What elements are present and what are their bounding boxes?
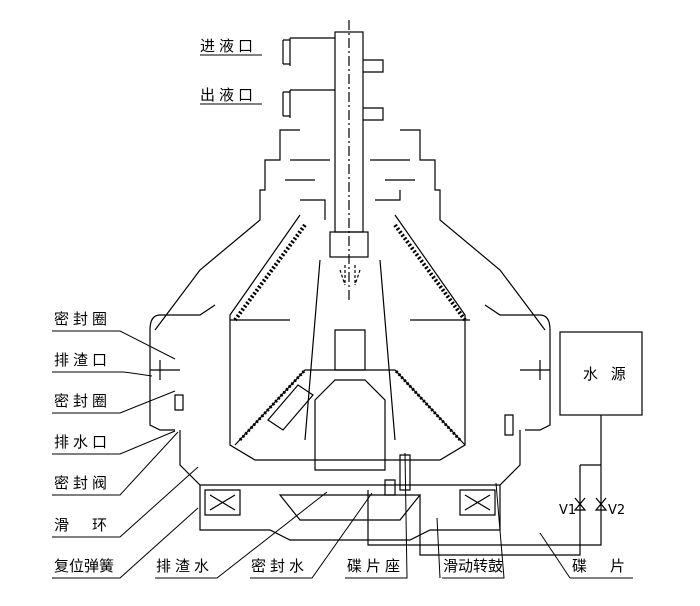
label-drain-outlet: 排水口 xyxy=(54,433,112,451)
casing xyxy=(149,304,551,541)
label-water-source: 水 源 xyxy=(583,365,630,383)
label-slip-ring: 滑 环 xyxy=(54,516,112,534)
label-disc-seat: 碟片座 xyxy=(347,557,405,575)
label-slag-water: 排渣水 xyxy=(156,557,214,575)
label-seal-water: 密封水 xyxy=(251,557,309,575)
label-sliding-drum: 滑动转鼓 xyxy=(443,557,504,575)
bowl xyxy=(229,214,470,471)
label-return-spring: 复位弹簧 xyxy=(54,557,115,575)
water-supply xyxy=(367,331,643,556)
top-cover xyxy=(154,129,546,331)
label-valve-v1: V1 xyxy=(559,503,577,518)
feed-pipe xyxy=(282,20,384,300)
leader-lines xyxy=(52,54,633,579)
valve-icons xyxy=(573,497,608,511)
label-outlet: 出液口 xyxy=(200,86,258,104)
label-seal-ring-1: 密封圈 xyxy=(54,310,112,328)
label-seal-ring-2: 密封圈 xyxy=(54,392,112,410)
label-disc: 碟 片 xyxy=(572,557,630,575)
label-valve-v2: V2 xyxy=(608,503,626,518)
label-seal-valve: 密封阀 xyxy=(54,474,112,492)
label-inlet: 进液口 xyxy=(200,37,258,55)
label-slag-outlet: 排渣口 xyxy=(54,351,112,369)
